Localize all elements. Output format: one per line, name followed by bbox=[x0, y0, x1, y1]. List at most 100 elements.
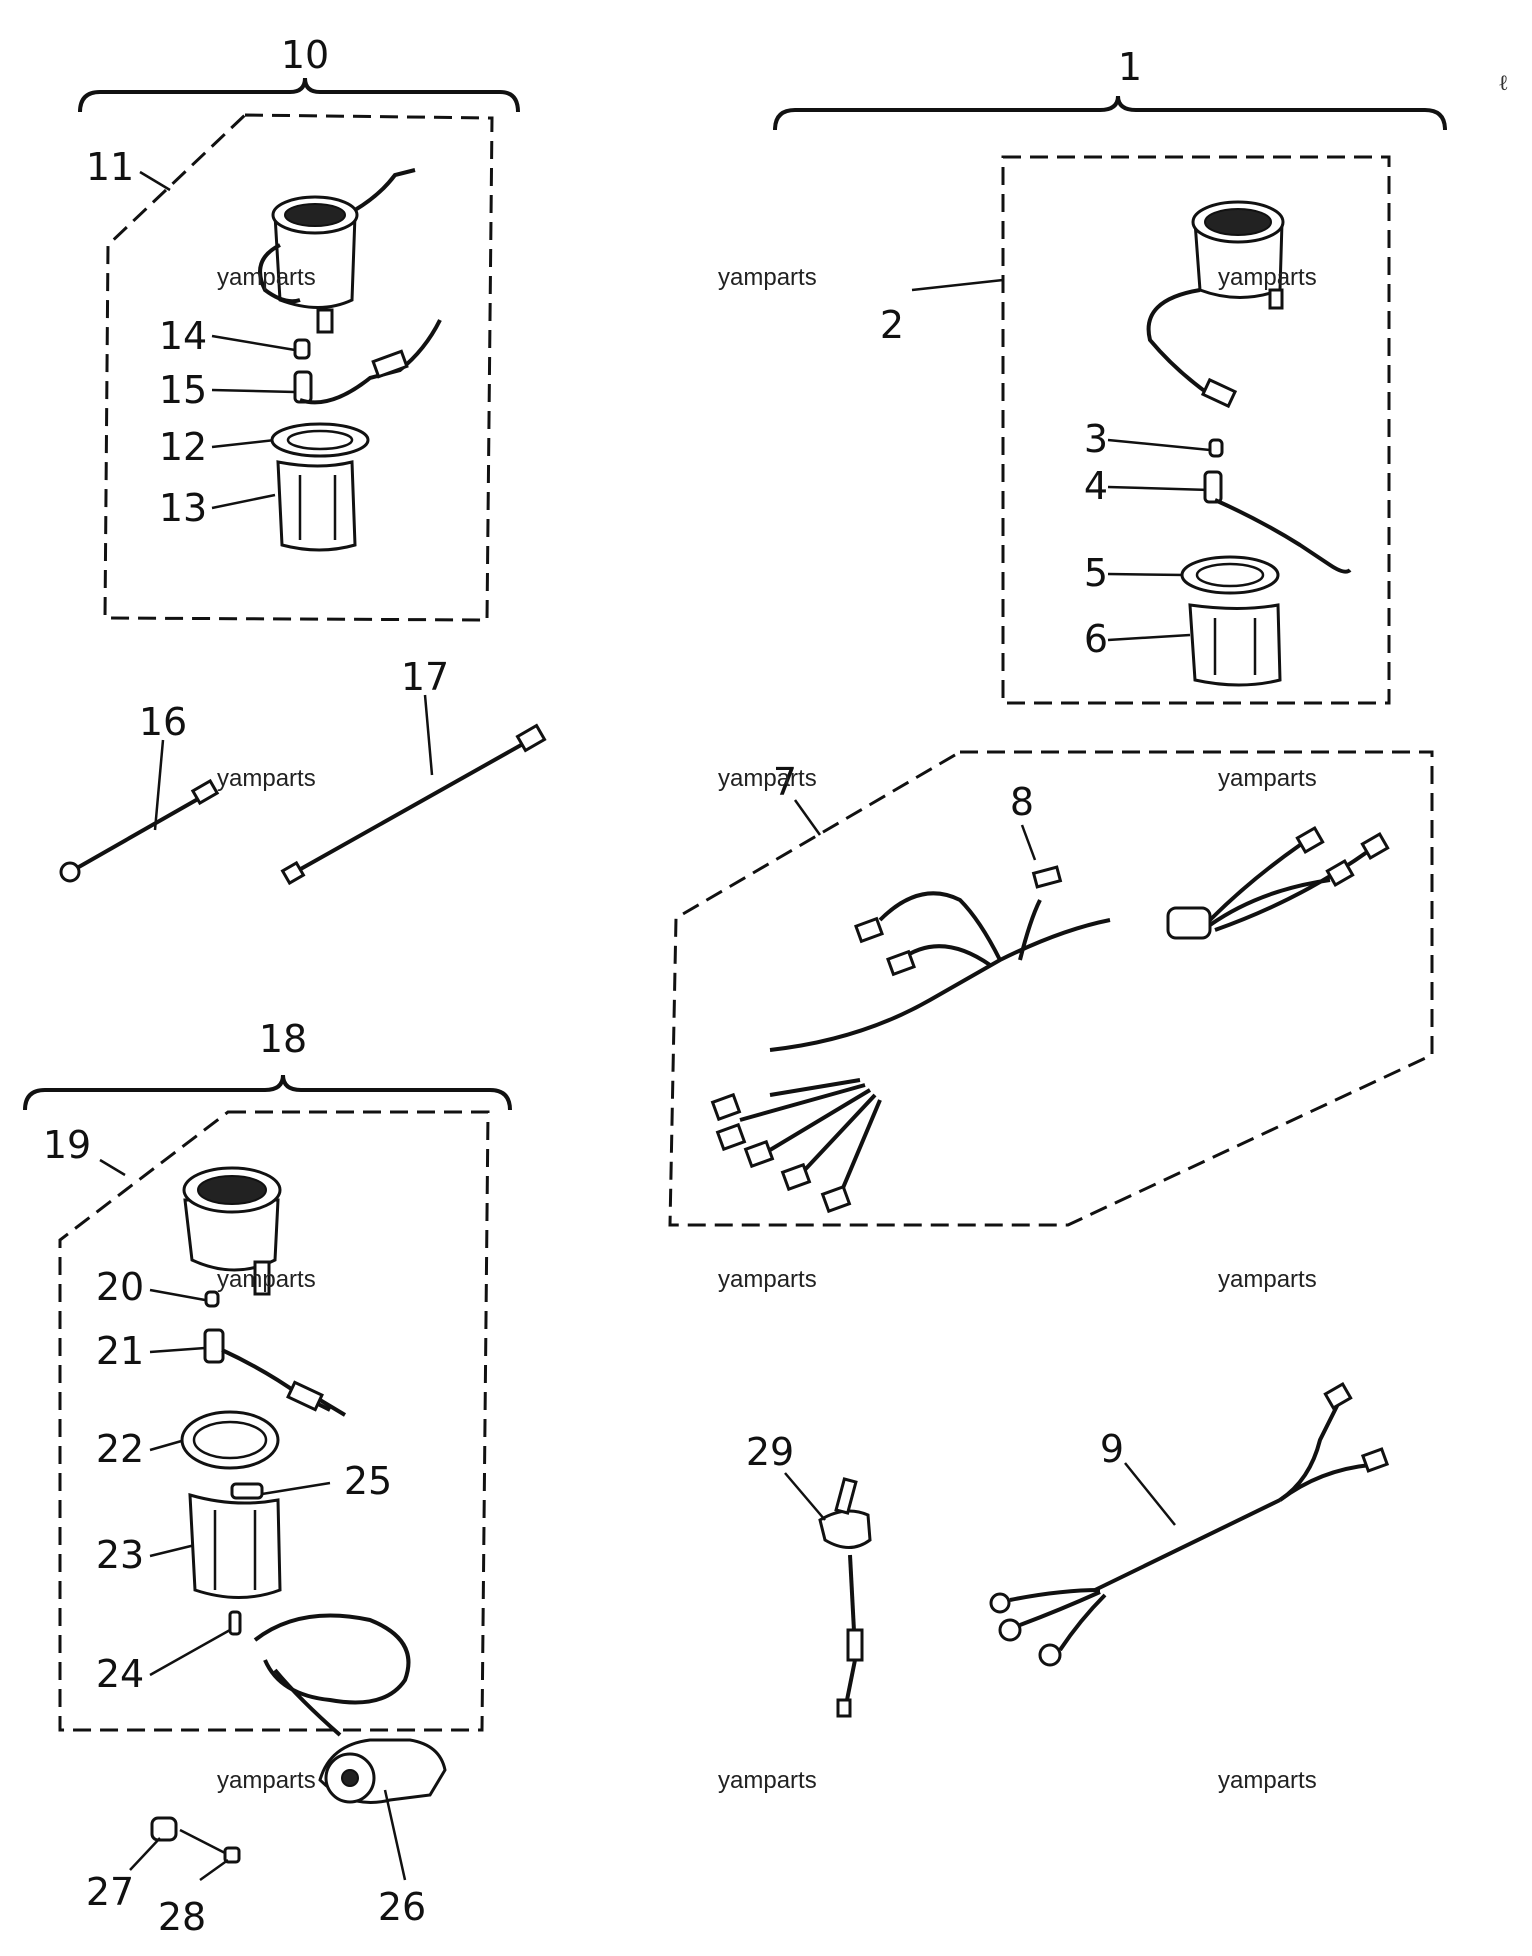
leader-29 bbox=[784, 1472, 826, 1521]
connector-16a-icon bbox=[59, 861, 81, 883]
harness-7-kit-outline bbox=[668, 750, 1434, 1227]
leader-12 bbox=[211, 438, 276, 449]
callout-15: 15 bbox=[159, 368, 207, 412]
leader-7 bbox=[793, 799, 822, 836]
group-18-bracket bbox=[23, 1074, 512, 1111]
ring-22-icon bbox=[180, 1410, 280, 1470]
callout-8: 8 bbox=[1010, 780, 1034, 824]
harness-9-icon bbox=[989, 1382, 1390, 1667]
connector-8-icon bbox=[1031, 865, 1063, 889]
leader-8 bbox=[1020, 824, 1037, 861]
leader-13 bbox=[211, 493, 276, 510]
watermark-layer: yamparts yamparts yamparts yamparts yamp… bbox=[217, 264, 1317, 1794]
watermark: yamparts bbox=[718, 1767, 817, 1794]
screw-25-icon bbox=[230, 1482, 264, 1500]
callout-29: 29 bbox=[746, 1430, 794, 1474]
part-28-icon bbox=[179, 1828, 241, 1882]
callout-13: 13 bbox=[159, 486, 207, 530]
socket-4-icon bbox=[1203, 470, 1352, 574]
callout-23: 23 bbox=[96, 1533, 144, 1577]
callout-27: 27 bbox=[86, 1870, 134, 1914]
leader-24 bbox=[149, 1628, 231, 1677]
leader-25 bbox=[261, 1481, 331, 1496]
connector-17a-icon bbox=[280, 860, 306, 886]
watermark: yamparts bbox=[217, 765, 316, 792]
callout-6: 6 bbox=[1084, 617, 1108, 661]
connector-16b-icon bbox=[190, 778, 220, 806]
cable-loop-icon bbox=[253, 1613, 411, 1705]
bracket-23-icon bbox=[188, 1492, 282, 1599]
callout-26: 26 bbox=[378, 1885, 426, 1929]
callout-22: 22 bbox=[96, 1427, 144, 1471]
cable-16 bbox=[59, 739, 220, 883]
bracket-13-icon bbox=[276, 460, 357, 552]
callout-20: 20 bbox=[96, 1265, 144, 1309]
group-18-kit-outline bbox=[58, 1110, 490, 1732]
stray-mark: ℓ bbox=[1498, 71, 1509, 96]
callout-1: 1 bbox=[1118, 45, 1142, 89]
callout-5: 5 bbox=[1084, 551, 1108, 595]
leader-26 bbox=[383, 1789, 407, 1881]
leader-28 bbox=[199, 1858, 229, 1882]
bulb-20-icon bbox=[204, 1290, 220, 1308]
callout-14: 14 bbox=[159, 314, 207, 358]
callout-3: 3 bbox=[1084, 417, 1108, 461]
wire-harness-7-icon bbox=[710, 826, 1390, 1214]
watermark: yamparts bbox=[718, 1266, 817, 1293]
callout-7: 7 bbox=[773, 760, 797, 804]
leader-4 bbox=[1107, 485, 1211, 492]
leader-15 bbox=[211, 388, 296, 394]
socket-15-icon bbox=[293, 319, 442, 405]
callout-9: 9 bbox=[1100, 1427, 1124, 1471]
leader-6 bbox=[1107, 633, 1191, 642]
leader-11 bbox=[139, 170, 171, 192]
leader-3 bbox=[1107, 438, 1211, 452]
watermark: yamparts bbox=[1218, 765, 1317, 792]
leader-22 bbox=[149, 1438, 186, 1452]
watermark: yamparts bbox=[718, 765, 817, 792]
callout-labels: 1 2 3 4 5 6 7 8 9 10 11 12 13 14 15 16 1… bbox=[43, 33, 1142, 1939]
watermark: yamparts bbox=[217, 1266, 316, 1293]
leader-9 bbox=[1124, 1462, 1176, 1526]
watermark: yamparts bbox=[1218, 1767, 1317, 1794]
ring-5-icon bbox=[1180, 555, 1280, 595]
part-24-icon bbox=[228, 1610, 242, 1636]
group-10-bracket bbox=[78, 77, 520, 113]
gauge-11-icon bbox=[258, 168, 416, 334]
callout-10: 10 bbox=[281, 33, 329, 77]
cable-17 bbox=[280, 694, 547, 886]
callout-12: 12 bbox=[159, 425, 207, 469]
group-1-bracket bbox=[773, 95, 1447, 131]
connector-17b-icon bbox=[515, 723, 547, 753]
leader-14 bbox=[211, 334, 296, 352]
sender-26-icon bbox=[318, 1738, 447, 1881]
callout-2: 2 bbox=[880, 303, 904, 347]
callout-21: 21 bbox=[96, 1329, 144, 1373]
group-10-assembly bbox=[78, 77, 520, 622]
leader-20 bbox=[149, 1288, 206, 1302]
bulb-14-icon bbox=[293, 338, 311, 360]
bulb-3-icon bbox=[1208, 438, 1224, 458]
group-10-kit-outline bbox=[103, 113, 494, 622]
leader-23 bbox=[149, 1543, 196, 1558]
watermark: yamparts bbox=[217, 264, 316, 291]
leader-21 bbox=[149, 1346, 206, 1354]
watermark: yamparts bbox=[1218, 1266, 1317, 1293]
switch-29-icon bbox=[784, 1472, 872, 1718]
watermark: yamparts bbox=[1218, 264, 1317, 291]
callout-28: 28 bbox=[158, 1895, 206, 1939]
bracket-6-icon bbox=[1188, 603, 1282, 687]
callout-25: 25 bbox=[344, 1459, 392, 1503]
group-18-assembly bbox=[23, 1074, 512, 1737]
socket-21-icon bbox=[203, 1328, 347, 1417]
group-1-assembly bbox=[773, 95, 1447, 705]
callout-24: 24 bbox=[96, 1652, 144, 1696]
leader-27 bbox=[129, 1837, 161, 1871]
callout-19: 19 bbox=[43, 1123, 91, 1167]
leader-5 bbox=[1107, 572, 1186, 577]
callout-4: 4 bbox=[1084, 464, 1108, 508]
leader-19 bbox=[99, 1158, 126, 1177]
callout-18: 18 bbox=[259, 1017, 307, 1061]
